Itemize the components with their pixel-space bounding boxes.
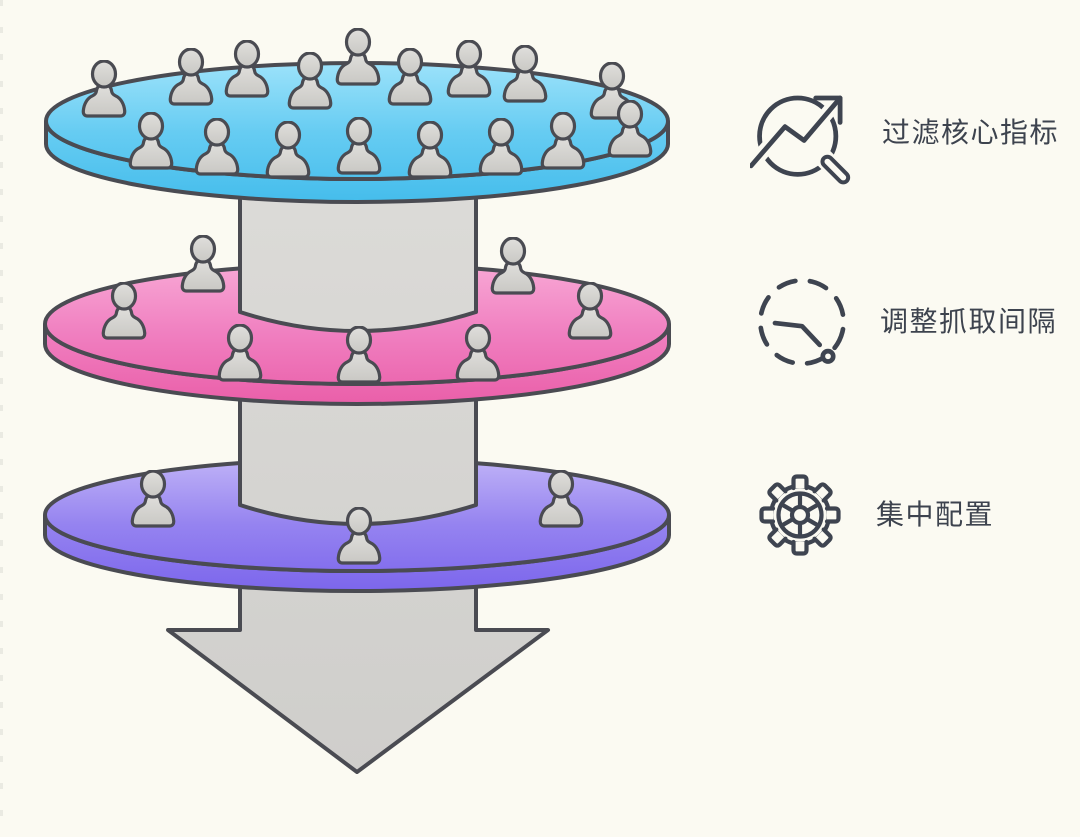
legend-label: 集中配置 [876,499,995,530]
legend-label: 调整抓取间隔 [880,306,1058,337]
legend-item-central-config: 集中配置 [750,459,994,571]
legend-item-adjust-interval: 调整抓取间隔 [750,266,1057,378]
gear-wheel-icon [759,474,841,556]
person-icon [492,238,533,293]
legend: 过滤核心指标 调整抓取间隔 [750,0,1080,832]
legend-item-filter-metrics: 过滤核心指标 [750,77,1059,189]
trend-magnifier-icon [750,91,854,186]
funnel-diagram [43,0,671,774]
person-icon [182,236,223,291]
legend-label: 过滤核心指标 [882,117,1060,148]
person-icon [337,29,378,84]
dashed-timer-icon [758,278,846,366]
funnel-diagram-svg [43,0,671,774]
page-edge-ticks [0,0,3,832]
